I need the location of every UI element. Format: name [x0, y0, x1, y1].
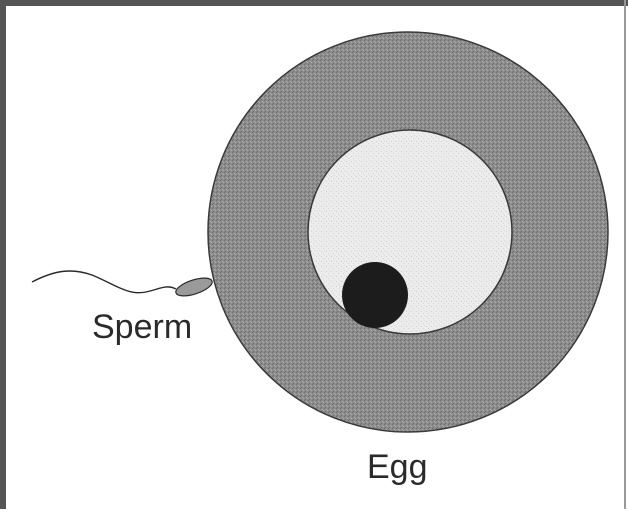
egg-cytoplasm — [308, 130, 512, 334]
egg-label: Egg — [367, 450, 428, 484]
sperm-tail — [32, 271, 176, 293]
sperm-head — [174, 274, 214, 299]
egg-nucleus — [342, 262, 408, 328]
sperm-label: Sperm — [92, 310, 192, 344]
